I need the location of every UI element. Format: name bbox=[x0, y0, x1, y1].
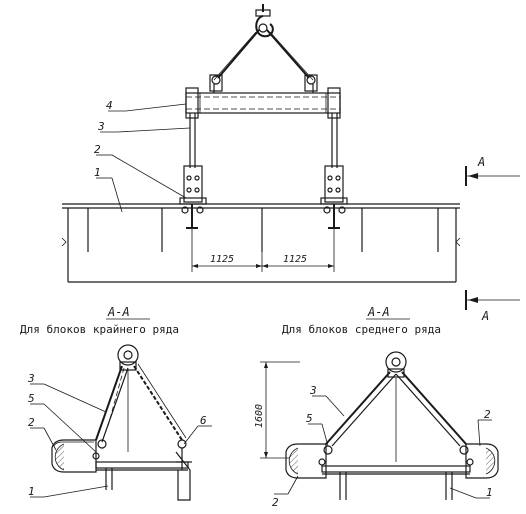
section-left-callout-6: 6 bbox=[200, 414, 207, 427]
front-view-leaders bbox=[96, 103, 191, 213]
section-right-callout-2-left: 2 bbox=[272, 496, 279, 509]
section-marker-top bbox=[465, 166, 520, 186]
section-right-callout-2-right: 2 bbox=[484, 408, 491, 421]
dimension-1125-right: 1125 bbox=[283, 254, 307, 265]
section-marker-top-label: А bbox=[477, 155, 485, 169]
slings bbox=[209, 29, 318, 93]
section-right-leaders bbox=[274, 395, 492, 499]
vertical-rods bbox=[189, 113, 338, 168]
section-left-leaders bbox=[30, 383, 212, 498]
section-right-title: А-А bbox=[367, 305, 390, 319]
section-left-drawing bbox=[51, 344, 192, 501]
concrete-block bbox=[61, 203, 461, 283]
section-left-callout-1: 1 bbox=[28, 485, 35, 498]
grippers bbox=[179, 165, 348, 229]
section-right-caption: Для блоков среднего ряда bbox=[282, 323, 441, 336]
section-marker-bottom bbox=[465, 290, 520, 310]
dimension-1125-left: 1125 bbox=[210, 254, 234, 265]
section-left-callout-3: 3 bbox=[27, 372, 35, 385]
section-right-callout-3: 3 bbox=[309, 384, 317, 397]
section-marker-bottom-label: А bbox=[481, 309, 489, 323]
callout-1: 1 bbox=[94, 166, 101, 179]
section-right-callout-5: 5 bbox=[306, 412, 313, 425]
section-left-caption: Для блоков крайнего ряда bbox=[20, 323, 179, 336]
section-right-callout-1: 1 bbox=[486, 486, 493, 499]
height-dimension-1600: 1600 bbox=[254, 404, 265, 428]
callout-4: 4 bbox=[106, 99, 113, 112]
section-left-callout-2: 2 bbox=[28, 416, 35, 429]
crane-hook bbox=[255, 4, 274, 38]
dimension-line bbox=[191, 228, 335, 272]
section-right-drawing bbox=[260, 351, 499, 500]
callout-3: 3 bbox=[97, 120, 105, 133]
callout-2: 2 bbox=[94, 143, 101, 156]
section-left-title: А-А bbox=[107, 305, 130, 319]
section-left-callout-5: 5 bbox=[28, 392, 35, 405]
section-left bbox=[106, 318, 150, 320]
traverse-beam bbox=[185, 87, 341, 119]
front-view: 1125 1125 4 3 2 1 А А bbox=[61, 4, 520, 323]
